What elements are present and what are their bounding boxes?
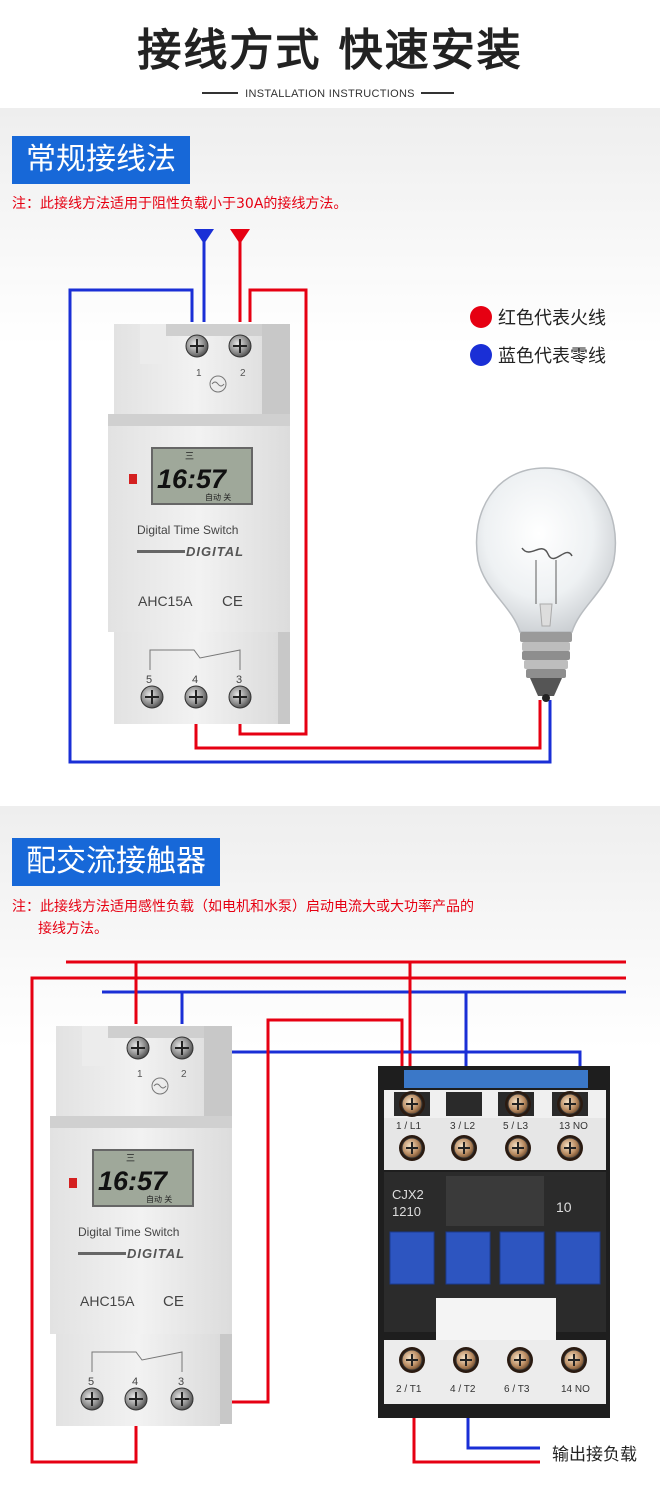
timer1-brand: DIGITAL	[186, 544, 244, 559]
contactor-label-t1: 2 / T1	[396, 1384, 422, 1395]
timer2-product-line: Digital Time Switch	[78, 1225, 179, 1239]
contactor-model-2: 1210	[392, 1204, 421, 1219]
lcd-mode: 自动 关	[146, 1194, 172, 1204]
subtitle-rule-left	[202, 92, 238, 94]
timer2-terminal-4: 4	[132, 1376, 138, 1388]
lcd-weekday: 三	[126, 1153, 135, 1163]
timer1-terminal-3: 3	[236, 674, 242, 686]
page-title: 接线方式 快速安装	[137, 25, 523, 76]
lcd-screen	[92, 1149, 194, 1207]
timer2-terminal-5: 5	[88, 1376, 94, 1388]
subtitle-wrap: INSTALLATION INSTRUCTIONS	[0, 84, 660, 102]
note-contactor-line1: 注：此接线方法适用感性负载（如电机和水泵）启动电流大或大功率产品的	[12, 899, 474, 915]
subtitle-rule-right	[418, 92, 454, 94]
timer1-ce-mark: CE	[222, 593, 243, 610]
indicator-led	[69, 1178, 77, 1188]
ac-symbol-icon	[209, 375, 227, 393]
timer-switch-2: 1 2 三 16:57 自动 关 Digital Time Switch DIG…	[50, 1026, 232, 1426]
timer1-model: AHC15A	[138, 593, 193, 609]
output-load-label: 输出接负载	[552, 1445, 637, 1465]
contactor-label-14no: 14 NO	[561, 1384, 590, 1395]
section-title-contactor: 配交流接触器	[12, 838, 220, 886]
contactor-top-terminals	[394, 1090, 588, 1162]
contactor-label-l1: 1 / L1	[396, 1121, 421, 1132]
legend-live-text: 红色代表火线	[498, 308, 606, 329]
legend-live: 红色代表火线	[470, 304, 606, 330]
lcd-time: 16:57	[157, 464, 228, 494]
ac-contactor: 1 / L1 3 / L2 5 / L3 13 NO CJX2 1210 10 …	[378, 1066, 610, 1418]
timer2-terminal-3: 3	[178, 1376, 184, 1388]
indicator-led	[129, 474, 137, 484]
timer-switch-1: 1 2 三 16:57 自动 关 Digital Time Switch DIG…	[108, 324, 290, 724]
contactor-label-l3: 5 / L3	[503, 1121, 528, 1132]
relay-symbol-icon	[91, 1351, 183, 1372]
timer1-terminal-2: 2	[240, 368, 246, 379]
neutral-input-arrow-icon	[194, 229, 214, 244]
live-input-arrow-icon	[230, 229, 250, 244]
section-title-standard: 常规接线法	[12, 136, 190, 184]
timer1-terminal-5: 5	[146, 674, 152, 686]
ac-symbol-icon	[151, 1077, 169, 1095]
note-standard: 注：此接线方法适用于阻性负载小于30A的接线方法。	[12, 196, 348, 212]
lcd-screen	[151, 447, 253, 505]
header: 接线方式 快速安装 INSTALLATION INSTRUCTIONS	[0, 0, 660, 108]
note-contactor-line2: 接线方法。	[38, 921, 108, 937]
timer2-brand: DIGITAL	[127, 1246, 185, 1261]
light-bulb-icon	[475, 467, 617, 702]
lcd-time: 16:57	[98, 1166, 169, 1196]
timer2-terminal-1: 1	[137, 1069, 143, 1080]
relay-symbol-icon	[149, 649, 241, 670]
timer2-terminal-2: 2	[181, 1069, 187, 1080]
lcd-weekday: 三	[185, 451, 194, 461]
timer1-terminal-4: 4	[192, 674, 198, 686]
lcd-mode: 自动 关	[205, 492, 231, 502]
contactor-label-13no: 13 NO	[559, 1121, 588, 1132]
timer1-terminal-1: 1	[196, 368, 202, 379]
contactor-label-l2: 3 / L2	[450, 1121, 475, 1132]
page-subtitle: INSTALLATION INSTRUCTIONS	[239, 88, 421, 100]
timer1-product-line: Digital Time Switch	[137, 523, 238, 537]
contactor-model-1: CJX2	[392, 1187, 424, 1202]
timer2-ce-mark: CE	[163, 1293, 184, 1310]
contactor-label-t3: 6 / T3	[504, 1384, 530, 1395]
legend-neutral: 蓝色代表零线	[470, 342, 606, 368]
legend-neutral-text: 蓝色代表零线	[498, 346, 606, 367]
timer2-model: AHC15A	[80, 1293, 135, 1309]
contactor-aux: 10	[556, 1199, 572, 1215]
red-dot-icon	[470, 306, 492, 328]
blue-dot-icon	[470, 344, 492, 366]
contactor-label-t2: 4 / T2	[450, 1384, 476, 1395]
